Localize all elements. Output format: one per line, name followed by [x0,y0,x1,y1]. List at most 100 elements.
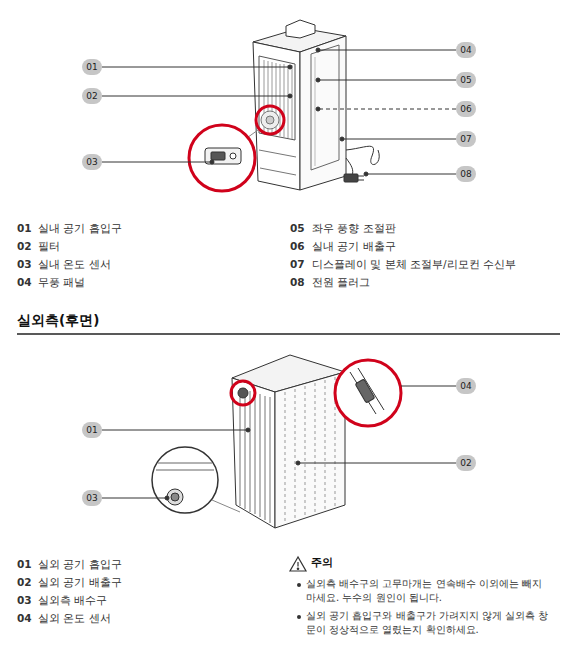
indoor-unit [259,150,296,157]
part-name: 실외측 배수구 [38,593,107,607]
caution-icon [290,557,306,571]
leader-lines [318,80,456,81]
callout-circle: 03 [82,154,102,170]
item-number: 04 [17,275,32,289]
leader-lines [165,496,169,500]
leader-lines [318,109,456,110]
outdoor-unit [315,383,316,513]
part-name: 실외 공기 흡입구 [38,557,122,571]
part-name: 좌우 풍향 조절판 [312,221,396,235]
outdoor-unit [156,463,214,470]
part-name: 실외 공기 배출구 [38,575,122,589]
outdoor-unit [156,470,214,471]
indoor-unit [292,65,293,139]
indoor-unit [256,106,284,134]
indoor-unit [259,56,295,140]
callout-circle: 08 [456,166,476,182]
part-name: 실내 온도 센서 [38,257,111,271]
outdoor-unit [350,368,384,414]
outdoor-unit [238,388,248,398]
callout-number: 03 [86,158,97,167]
leader-lines [401,386,456,387]
leader-lines [316,107,320,111]
outdoor-unit [240,388,270,523]
leader-lines [246,428,250,432]
indoor-unit [211,152,225,160]
part-name: 실외 온도 센서 [38,611,111,625]
callout-circle: 01 [82,422,102,438]
outdoor-unit [285,392,286,522]
callout-circle: 03 [82,490,102,506]
leader-lines [366,174,456,175]
indoor-unit [261,111,279,129]
item-number: 03 [17,257,32,271]
item-number: 04 [17,611,32,625]
callout-number: 04 [460,382,471,391]
leader-lines [296,461,300,465]
part-name: 실내 공기 흡입구 [38,221,122,235]
indoor-unit [253,42,300,190]
outdoor-unit [212,500,240,512]
outdoor-unit [335,360,401,426]
callout-circle: 04 [456,378,476,394]
item-number: 03 [17,593,32,607]
caution-note: 실외측 배수구의 고무마개는 연속배수 이외에는 빼지마세요. 누수의 원인이 … [306,577,551,604]
item-number: 06 [290,239,305,253]
indoor-unit [346,146,379,164]
leader-lines [102,498,167,499]
leader-lines [102,386,456,500]
caution-icon [297,562,298,567]
callout-circle: 02 [456,455,476,471]
leader-lines [102,162,212,163]
outdoor-unit [232,378,275,528]
indoor-unit [311,45,339,170]
part-name: 무풍 패널 [38,275,85,289]
leader-lines [316,48,320,52]
indoor-unit [280,64,281,136]
indoor-unit [288,65,289,138]
outdoor-unit [305,386,306,516]
callout-number: 01 [86,426,97,435]
indoor-unit [300,36,346,190]
item-number: 02 [17,575,32,589]
callout-number: 04 [460,46,471,55]
callout-number: 08 [460,170,471,179]
outdoor-unit [167,489,183,505]
callout-number: 07 [460,135,471,144]
outdoor-unit [158,463,212,464]
callout-number: 06 [460,105,471,114]
leader-lines [298,463,456,464]
outdoor-unit [255,393,256,514]
leader-lines [342,139,456,140]
callout-number: 03 [86,494,97,503]
item-number: 01 [17,557,32,571]
caution-icon [290,557,306,571]
outdoor-unit [245,390,246,509]
outdoor-unit [270,397,271,523]
leader-lines [102,48,456,176]
item-number: 실외측(후면) [17,311,99,329]
callout-circle: 04 [456,42,476,58]
part-name: 전원 플러그 [312,275,370,289]
callout-circle: 05 [456,72,476,88]
indoor-unit [230,153,236,159]
outdoor-unit [350,372,376,414]
item-number: 05 [290,221,305,235]
indoor-unit [189,125,255,191]
item-number: 02 [17,239,32,253]
item-number: 08 [290,275,305,289]
indoor-unit [266,116,274,124]
heading-rule [17,333,560,335]
leader-lines [102,67,290,68]
callout-number: 01 [86,63,97,72]
callout-number: 05 [460,76,471,85]
caution-icon [297,568,298,569]
part-name: 디스플레이 및 본체 조절부/리모컨 수신부 [312,257,516,271]
indoor-unit [358,180,364,181]
item-number: 01 [17,221,32,235]
item-number: 주의 [311,556,333,571]
outdoor-unit [325,380,326,510]
outdoor-unit [231,381,255,405]
